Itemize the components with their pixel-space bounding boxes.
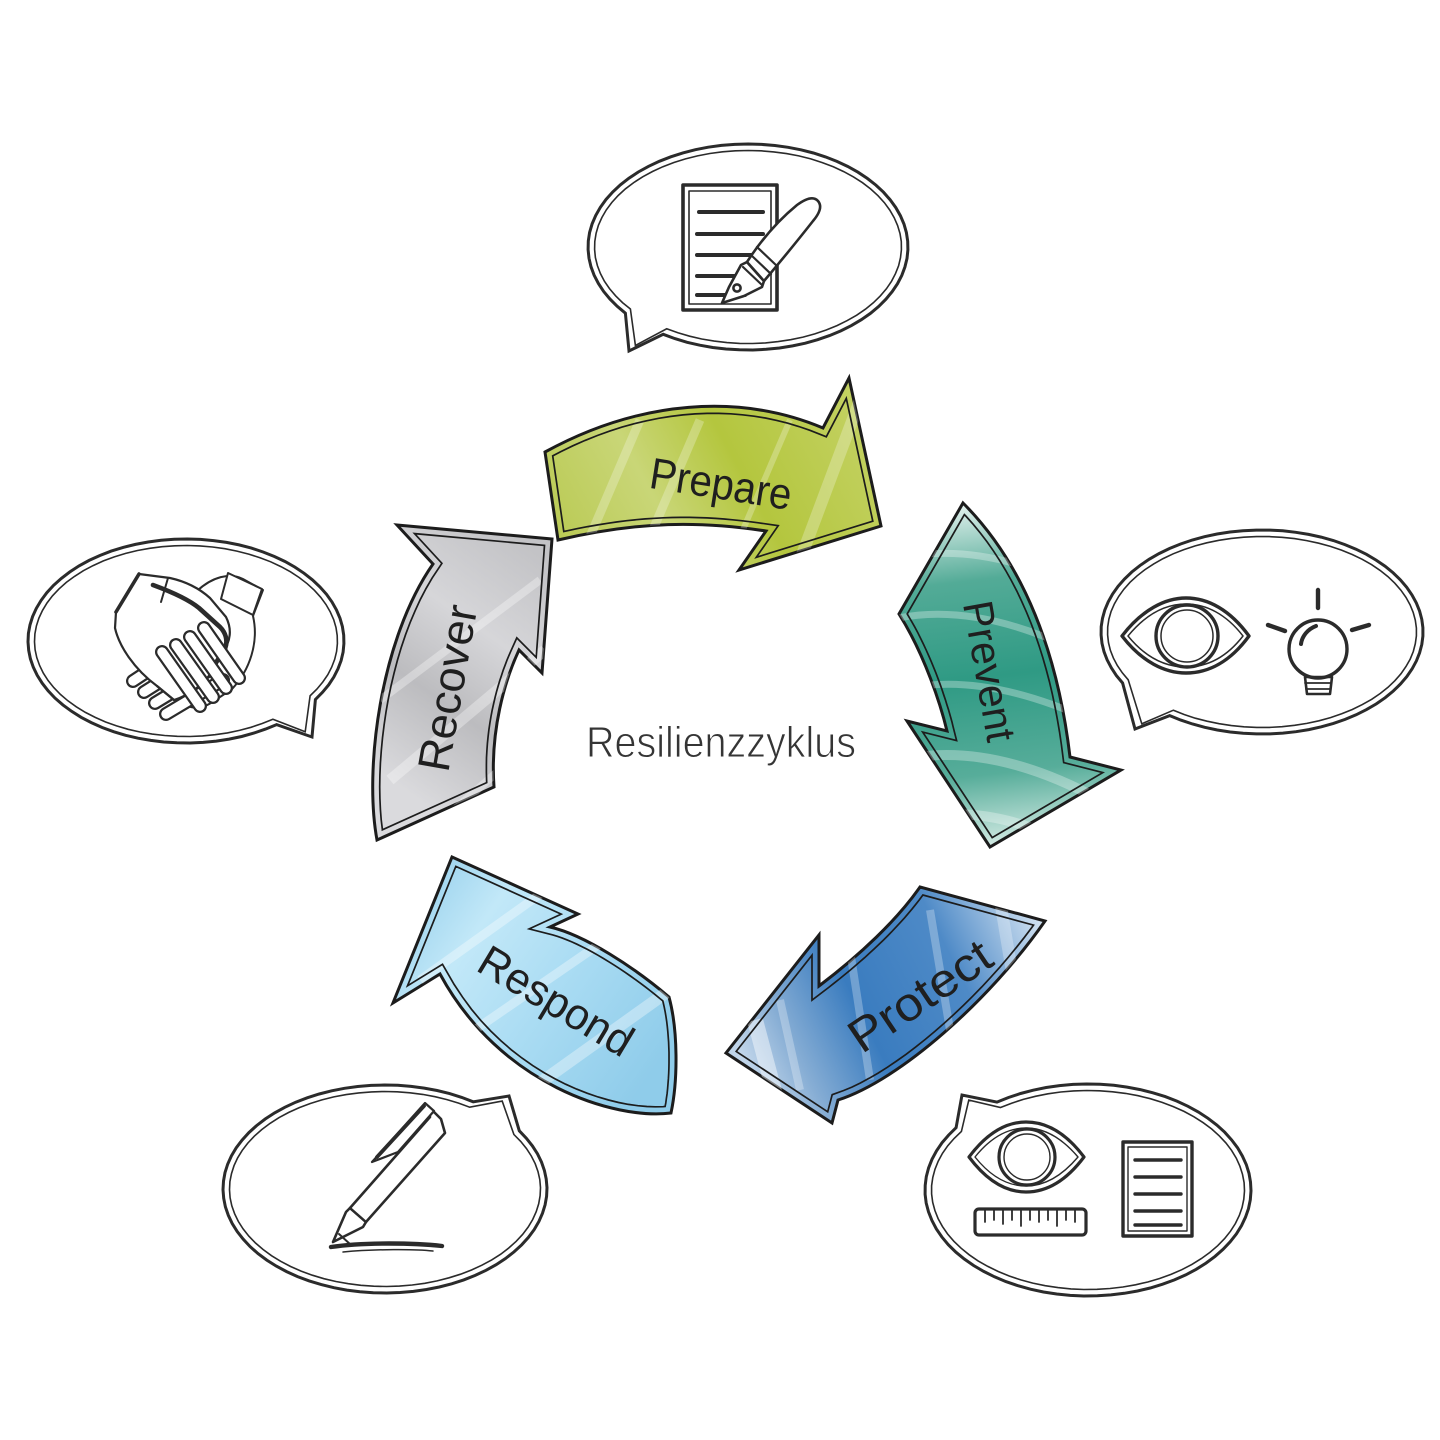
svg-text:Resilienzzyklus: Resilienzzyklus: [586, 718, 856, 767]
svg-text:Resilienzzyklus: Resilienzzyklus: [586, 718, 856, 767]
